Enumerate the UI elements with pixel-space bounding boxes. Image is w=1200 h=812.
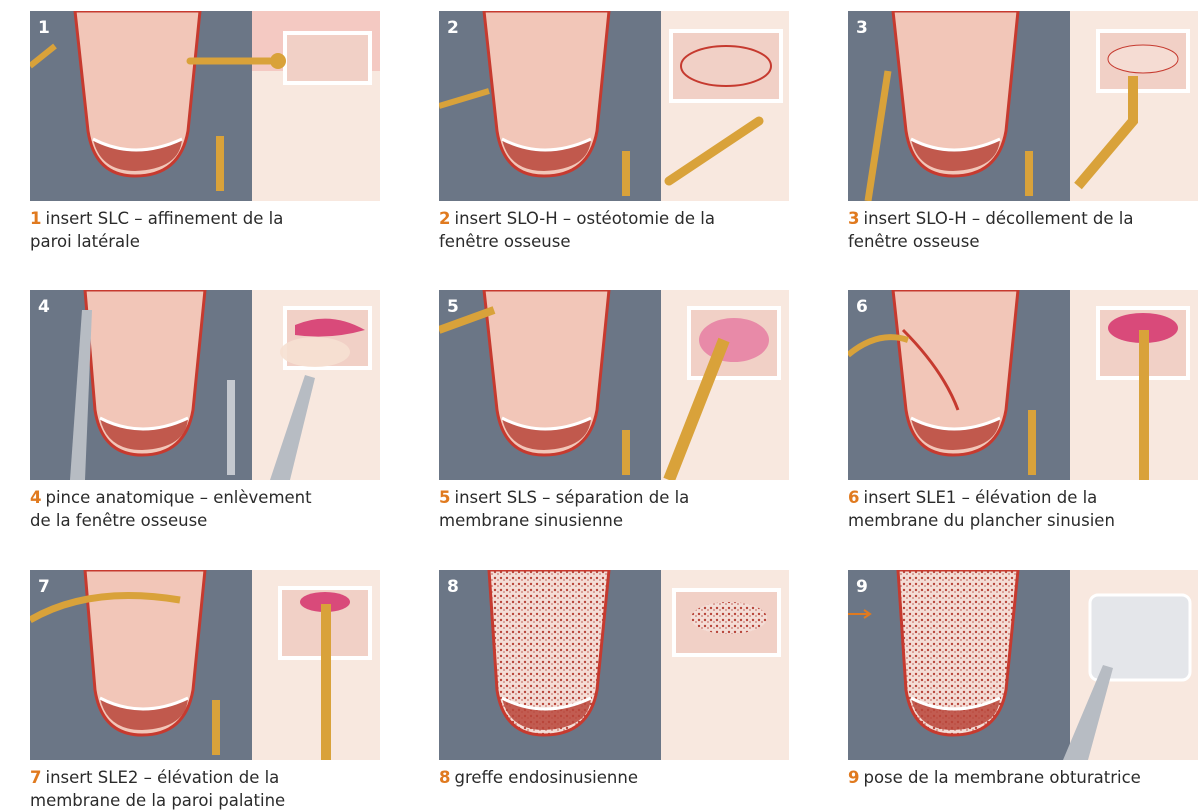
step-number-6: 6 [856, 297, 868, 317]
step-number-7: 7 [38, 577, 50, 597]
step-number-4: 4 [38, 297, 50, 317]
step-number-9: 9 [856, 577, 868, 597]
caption-4: 4pince anatomique – enlèvement de la fen… [30, 486, 400, 532]
step-number-2: 2 [447, 18, 459, 38]
caption-5: 5insert SLS – séparation de la membrane … [439, 486, 809, 532]
step-number-1: 1 [38, 18, 50, 38]
caption-1: 1insert SLC – affinement de la paroi lat… [30, 207, 400, 253]
caption-6: 6insert SLE1 – élévation de la membrane … [848, 486, 1200, 532]
illustration-panel-1: 1 [30, 11, 380, 201]
illustration-panel-2: 2 [439, 11, 789, 201]
illustration-panel-4: 4 [30, 290, 380, 480]
caption-3: 3insert SLO-H – décollement de la fenêtr… [848, 207, 1200, 253]
caption-7: 7insert SLE2 – élévation de la membrane … [30, 766, 400, 812]
illustration-panel-5: 5 [439, 290, 789, 480]
caption-8: 8greffe endosinusienne [439, 766, 809, 789]
illustration-panel-6: 6 [848, 290, 1198, 480]
step-number-8: 8 [447, 577, 459, 597]
step-number-5: 5 [447, 297, 459, 317]
caption-9: 9pose de la membrane obturatrice [848, 766, 1200, 789]
caption-number-1: 1 [30, 209, 41, 228]
illustration-panel-9: 9 [848, 570, 1198, 760]
step-number-3: 3 [856, 18, 868, 38]
illustration-panel-3: 3 [848, 11, 1198, 201]
caption-2: 2insert SLO-H – ostéotomie de la fenêtre… [439, 207, 809, 253]
illustration-panel-8: 8 [439, 570, 789, 760]
illustration-panel-7: 7 [30, 570, 380, 760]
